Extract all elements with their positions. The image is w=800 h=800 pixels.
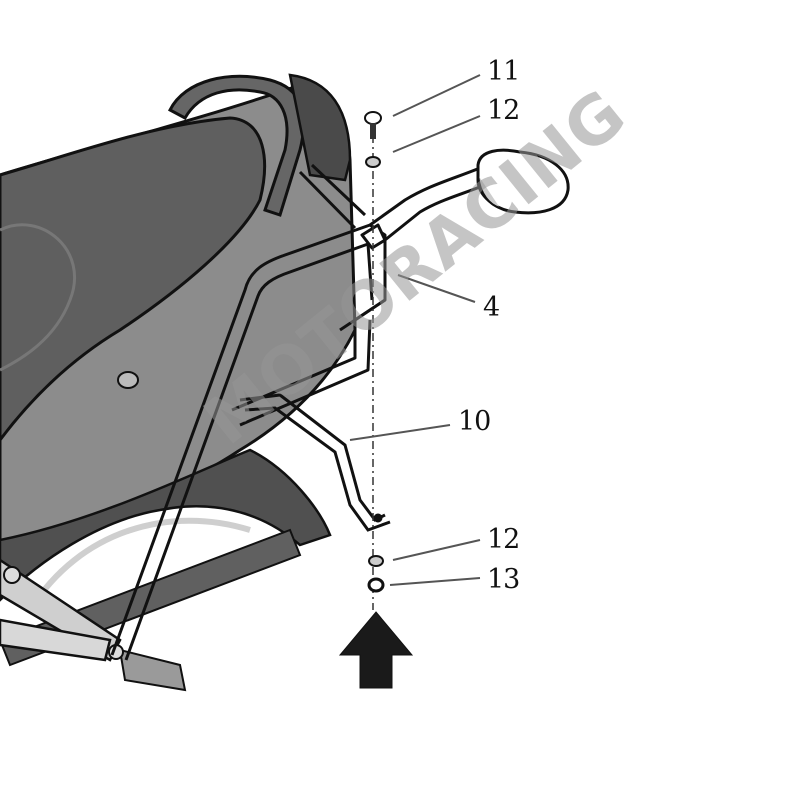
up-arrow-icon [338,611,414,689]
callout-13: 13 [487,564,520,595]
side-knob [117,371,139,389]
callout-10: 10 [458,406,491,437]
turn-signal [476,148,570,215]
lower-bracket [239,393,391,532]
nut-icon [367,577,385,593]
leader-lines [349,74,481,586]
footrest [0,558,187,692]
bolt-icon [364,111,382,139]
callout-12-top: 12 [487,95,520,126]
washer-icon [368,555,384,567]
washer-icon [365,156,381,168]
callout-11: 11 [487,56,520,87]
callout-12-bottom: 12 [487,524,520,555]
rack-frame [110,163,486,661]
seat [0,116,267,443]
grab-handle [168,73,352,217]
callout-4: 4 [483,292,500,323]
